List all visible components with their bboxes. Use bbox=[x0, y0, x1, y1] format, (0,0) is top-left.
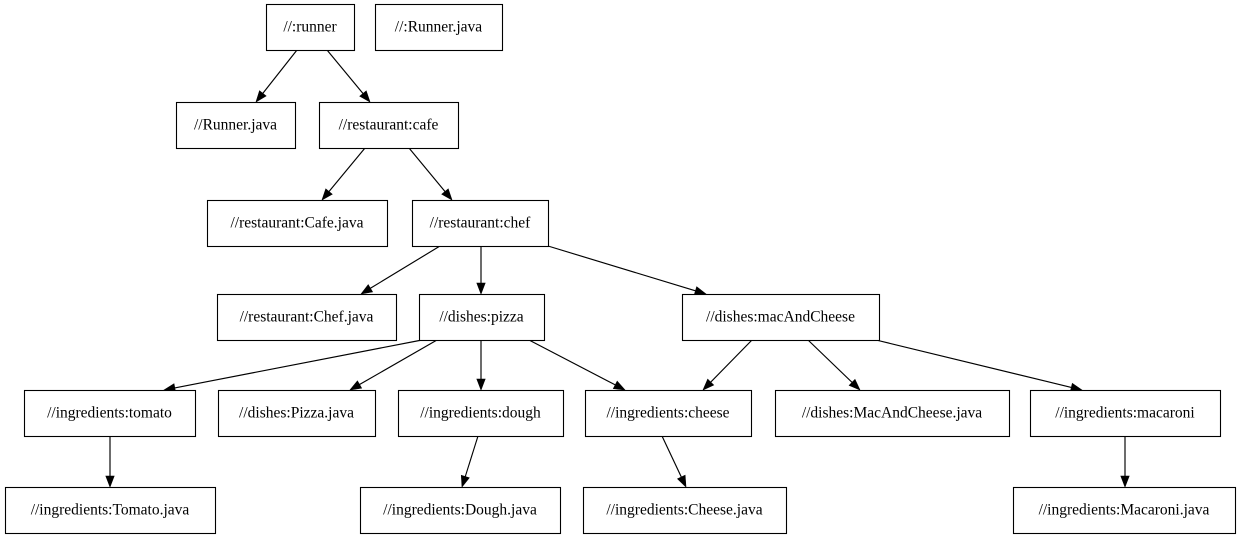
graph-node-label-dishes_pizza: //dishes:pizza bbox=[439, 309, 523, 326]
graph-node-cafe_java[interactable]: //restaurant:Cafe.java bbox=[206, 199, 389, 248]
graph-node-ing_tomato[interactable]: //ingredients:tomato bbox=[23, 389, 197, 438]
graph-node-label-restaurant_chef: //restaurant:chef bbox=[430, 215, 532, 232]
graph-node-macaroni_java[interactable]: //ingredients:Macaroni.java bbox=[1012, 486, 1237, 535]
graph-node-chef_java[interactable]: //restaurant:Chef.java bbox=[216, 293, 398, 342]
edge-ing_tomato-to-tomato_java bbox=[105, 436, 115, 488]
edge-restaurant_cafe-to-cafe_java bbox=[321, 147, 366, 201]
graph-node-label-runner_java: //Runner.java bbox=[194, 117, 277, 134]
edge-ing_cheese-to-cheese_java bbox=[661, 435, 687, 488]
graph-node-label-cafe_java: //restaurant:Cafe.java bbox=[231, 215, 364, 232]
edge-runner-to-restaurant_cafe bbox=[326, 49, 371, 103]
edge-dishes_pizza-to-pizza_java bbox=[349, 339, 438, 391]
graph-node-label-ing_macaroni: //ingredients:macaroni bbox=[1055, 405, 1195, 422]
graph-node-dishes_macncheese[interactable]: //dishes:macAndCheese bbox=[681, 293, 881, 342]
edge-ing_macaroni-to-macaroni_java bbox=[1120, 436, 1130, 488]
graph-node-tomato_java[interactable]: //ingredients:Tomato.java bbox=[4, 486, 217, 535]
edge-restaurant_chef-to-chef_java bbox=[360, 245, 441, 295]
graph-node-label-runner: //:runner bbox=[283, 19, 337, 36]
node-layer: //:runner //:Runner.java //Runner.java //re… bbox=[4, 3, 1237, 535]
graph-node-label-cheese_java: //ingredients:Cheese.java bbox=[606, 502, 762, 519]
graph-node-restaurant_chef[interactable]: //restaurant:chef bbox=[411, 199, 550, 248]
graph-node-pizza_java[interactable]: //dishes:Pizza.java bbox=[217, 389, 377, 438]
graph-node-dough_java[interactable]: //ingredients:Dough.java bbox=[359, 486, 562, 535]
graph-node-ing_macaroni[interactable]: //ingredients:macaroni bbox=[1029, 389, 1222, 438]
graph-node-label-tomato_java: //ingredients:Tomato.java bbox=[31, 502, 190, 519]
edge-dishes_pizza-to-ing_dough bbox=[476, 340, 486, 391]
graph-node-cheese_java[interactable]: //ingredients:Cheese.java bbox=[582, 486, 788, 535]
graph-node-macncheese_java[interactable]: //dishes:MacAndCheese.java bbox=[774, 389, 1011, 438]
edge-dishes_pizza-to-ing_tomato bbox=[163, 339, 423, 393]
graph-node-restaurant_cafe[interactable]: //restaurant:cafe bbox=[318, 101, 460, 150]
graph-node-label-macncheese_java: //dishes:MacAndCheese.java bbox=[802, 405, 982, 422]
graph-node-label-chef_java: //restaurant:Chef.java bbox=[240, 309, 374, 326]
graph-node-label-dough_java: //ingredients:Dough.java bbox=[383, 502, 537, 519]
edge-layer bbox=[105, 49, 1130, 488]
edge-dishes_macncheese-to-macncheese_java bbox=[807, 339, 861, 391]
edge-restaurant_chef-to-dishes_pizza bbox=[476, 246, 486, 295]
edge-restaurant_cafe-to-restaurant_chef bbox=[408, 147, 453, 201]
graph-node-dishes_pizza[interactable]: //dishes:pizza bbox=[418, 293, 546, 342]
graph-node-label-ing_tomato: //ingredients:tomato bbox=[47, 405, 172, 422]
graph-node-runner_java[interactable]: //Runner.java bbox=[175, 101, 297, 150]
graph-node-label-ing_cheese: //ingredients:cheese bbox=[606, 405, 729, 422]
graph-node-label-runner_java_root: //:Runner.java bbox=[395, 19, 483, 36]
graph-node-runner_java_root[interactable]: //:Runner.java bbox=[374, 3, 504, 52]
graph-node-ing_cheese[interactable]: //ingredients:cheese bbox=[584, 389, 753, 438]
edge-dishes_macncheese-to-ing_cheese bbox=[702, 339, 753, 391]
edge-dishes_pizza-to-ing_cheese bbox=[528, 339, 626, 391]
graph-node-label-dishes_macncheese: //dishes:macAndCheese bbox=[706, 309, 855, 326]
graph-node-label-macaroni_java: //ingredients:Macaroni.java bbox=[1039, 502, 1210, 519]
graph-node-label-restaurant_cafe: //restaurant:cafe bbox=[339, 117, 439, 134]
edge-ing_dough-to-dough_java bbox=[460, 435, 479, 488]
graph-node-ing_dough[interactable]: //ingredients:dough bbox=[397, 389, 565, 438]
graph-node-runner[interactable]: //:runner bbox=[265, 3, 356, 52]
graph-node-label-ing_dough: //ingredients:dough bbox=[420, 405, 541, 422]
edge-dishes_macncheese-to-ing_macaroni bbox=[875, 339, 1083, 392]
graph-node-label-pizza_java: //dishes:Pizza.java bbox=[239, 405, 354, 422]
edge-runner-to-runner_java bbox=[255, 49, 298, 103]
edge-restaurant_chef-to-dishes_macncheese bbox=[547, 245, 707, 296]
